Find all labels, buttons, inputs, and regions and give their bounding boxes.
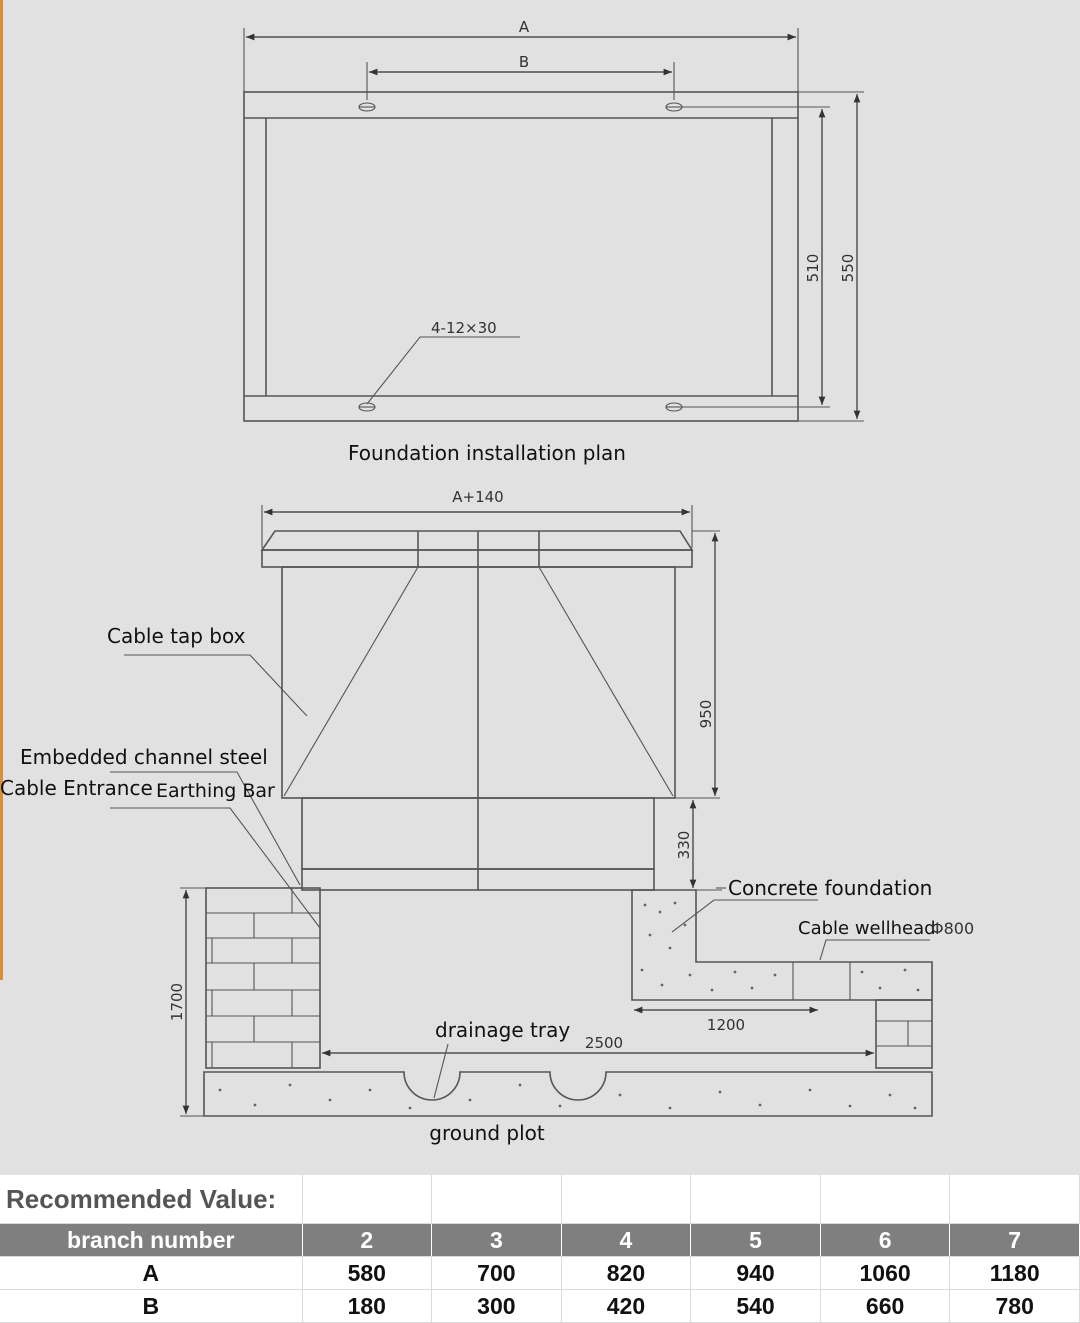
table-cell: A [0,1256,303,1290]
table-header-cell: 4 [561,1223,692,1257]
brick-wall [205,887,321,1069]
holes-note-label: 4-12×30 [431,319,497,337]
table-header-cell: branch number [0,1223,303,1257]
dimension-510-label: 510 [804,254,822,283]
leader-concrete-foundation [671,899,818,933]
table-cell: 180 [302,1289,433,1323]
table-cell: 940 [690,1256,821,1290]
holes-leader-line [366,336,520,405]
label-wellhead-diameter: Φ800 [931,919,974,938]
left-accent-bar [0,0,3,980]
ground-slab [203,1071,933,1117]
dimension-1200-label: 1200 [707,1016,745,1034]
table-cell: B [0,1289,303,1323]
elevation-view: A+140 950 [0,488,974,1145]
table-cell: 580 [302,1256,433,1290]
leader-earthing-bar [110,807,321,929]
table-cell: 820 [561,1256,692,1290]
table-cell: 700 [431,1256,562,1290]
table-header-cell: 2 [302,1223,433,1257]
concrete-texture [640,901,920,992]
drawing-svg: A B 510 550 4-12×30 Foundation installat… [0,18,974,1145]
table-header-row: branch number 2 3 4 5 6 7 [0,1223,1080,1257]
embedded-channel-steel [301,868,655,891]
label-ground-plot: ground plot [429,1121,545,1145]
dimension-a-label: A [519,18,530,36]
concrete-foundation-block [631,889,933,1001]
table-row: B 180 300 420 540 660 780 [0,1289,1080,1323]
table-cell: 300 [431,1289,562,1323]
table-title: Recommended Value: [0,1175,303,1224]
dimension-1700-label: 1700 [168,983,186,1021]
dimension-2500-label: 2500 [585,1034,623,1052]
cabinet-roof [260,530,694,551]
dimension-330-label: 330 [675,831,693,860]
label-embedded-channel-steel: Embedded channel steel [20,745,268,769]
table-title-row: Recommended Value: [0,1175,1080,1224]
brick-wall-right [875,999,933,1069]
table-cell: 540 [690,1289,821,1323]
dimension-b-label: B [519,53,529,71]
leader-cable-tap-box [124,654,308,717]
table-header-cell: 5 [690,1223,821,1257]
label-cable-wellhead: Cable wellhead [798,918,936,939]
dimension-a140-label: A+140 [452,488,503,506]
ground-texture [218,1083,917,1110]
dimension-950-label: 950 [697,700,715,729]
plan-frame-outer [243,91,799,422]
plan-title: Foundation installation plan [348,441,626,465]
leader-cable-wellhead [819,939,930,961]
dimension-550-label: 550 [839,254,857,283]
technical-drawing: A B 510 550 4-12×30 Foundation installat… [0,0,1080,1175]
table-cell: 660 [820,1289,951,1323]
label-concrete-foundation: Concrete foundation [728,876,932,900]
table-cell: 1180 [949,1256,1080,1290]
table-cell: 780 [949,1289,1080,1323]
table-row: A 580 700 820 940 1060 1180 [0,1256,1080,1290]
foundation-plan: A B 510 550 4-12×30 Foundation installat… [243,18,864,465]
leader-embedded-channel-steel [110,771,301,886]
label-cable-tap-box: Cable tap box [107,624,246,648]
table-header-cell: 7 [949,1223,1080,1257]
leader-drainage-tray [433,1043,449,1099]
label-drainage-tray: drainage tray [435,1018,570,1042]
recommended-value-table: Recommended Value: branch number 2 3 4 5… [0,1175,1080,1323]
label-earthing-bar: Earthing Bar [156,780,275,802]
label-cable-entrance: Cable Entrance [0,776,153,800]
table-header-cell: 3 [431,1223,562,1257]
table-cell: 1060 [820,1256,951,1290]
table-cell: 420 [561,1289,692,1323]
table-header-cell: 6 [820,1223,951,1257]
